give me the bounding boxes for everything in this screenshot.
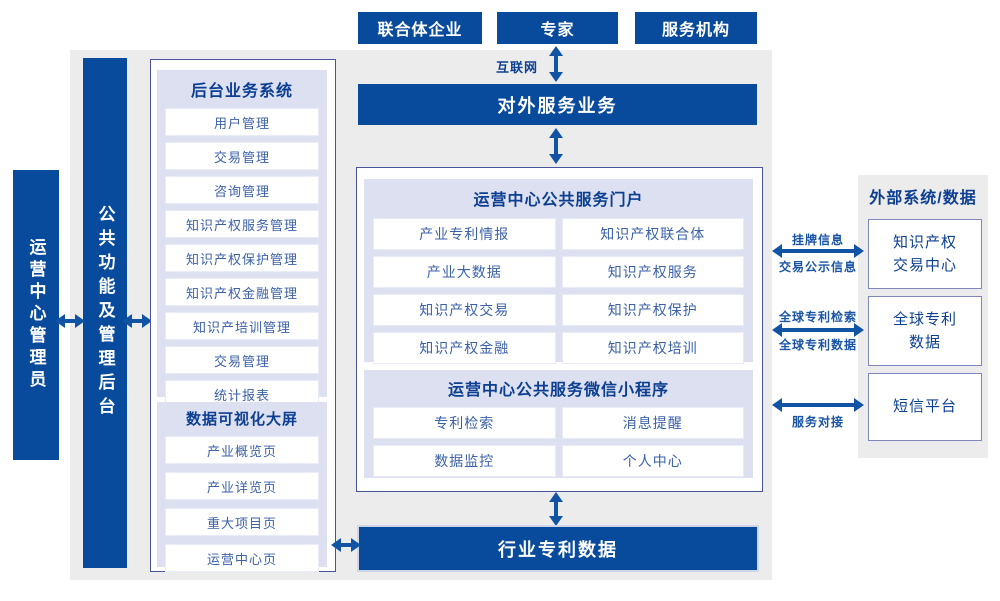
list-item: 交易管理 [165,142,319,170]
external-systems-title: 外部系统/数据 [869,190,977,207]
backend-system-title: 后台业务系统 [190,83,293,100]
sidebar-backend: 公共功能及管理后台 [83,58,127,568]
list-item: 知识产权保护管理 [165,244,319,272]
link-label: 交易公示信息 [778,260,857,274]
entity-box-consortium: 联合体企业 [358,12,482,44]
arrow-admin-backend-icon [55,314,85,328]
arrow-internet-icon [549,46,563,82]
entity-label: 联合体企业 [377,22,463,39]
backend-system-items: 用户管理 交易管理 咨询管理 知识产权服务管理 知识产权保护管理 知识产权金融管… [165,108,319,408]
arrow-backend-system-icon [122,314,152,328]
list-item: 数据监控 [373,445,556,477]
arrow-global-patent-icon [772,323,864,337]
dashboard-title: 数据可视化大屏 [185,411,298,428]
miniprogram-title: 运营中心公共服务微信小程序 [447,382,669,399]
external-service-label: 对外服务业务 [497,95,618,116]
portal-items: 产业专利情报 知识产权联合体 产业大数据 知识产权服务 知识产权交易 知识产权保… [373,218,744,364]
list-item: 运营中心页 [165,544,319,572]
list-item: 知识产权联合体 [561,218,744,250]
list-item: 知识产权培训 [561,332,744,364]
external-box-global-patent: 全球专利 数据 [868,296,982,366]
portal-panel: 运营中心公共服务门户 产业专利情报 知识产权联合体 产业大数据 知识产权服务 知… [364,179,753,364]
entity-box-experts: 专家 [497,12,618,44]
external-service-bar: 对外服务业务 [358,84,757,125]
list-item: 产业详览页 [165,472,319,500]
list-item: 知识产权服务管理 [165,210,319,238]
list-item: 产业概览页 [165,436,319,464]
list-item: 知识产权保护 [561,294,744,326]
external-box-sms: 短信平台 [868,373,982,441]
portal-title: 运营中心公共服务门户 [473,192,644,209]
internet-label: 互联网 [496,60,539,75]
entity-label: 服务机构 [661,22,730,39]
link-label: 挂牌信息 [791,233,844,247]
link-label: 服务对接 [791,415,844,429]
miniprogram-panel: 运营中心公共服务微信小程序 专利检索 消息提醒 数据监控 个人中心 [364,370,753,478]
list-item: 知识产权服务 [561,256,744,288]
arrow-sms-icon [772,398,864,412]
list-item: 知识产权金融 [373,332,556,364]
list-item: 产业专利情报 [373,218,556,250]
list-item: 产业大数据 [373,256,556,288]
list-item: 知识产培训管理 [165,312,319,340]
arrow-dashboard-to-data-icon [331,538,361,552]
industry-data-bar: 行业专利数据 [359,527,757,570]
dashboard-panel: 数据可视化大屏 产业概览页 产业详览页 重大项目页 运营中心页 [157,402,327,572]
entity-box-service-orgs: 服务机构 [635,12,757,44]
arrow-service-to-portal-icon [549,128,563,164]
backend-system-panel: 后台业务系统 用户管理 交易管理 咨询管理 知识产权服务管理 知识产权保护管理 … [157,70,327,408]
sidebar-backend-label: 公共功能及管理后台 [95,205,115,421]
link-label: 全球专利数据 [778,338,857,352]
link-label: 全球专利检索 [778,310,857,324]
sidebar-admin-label: 运营中心管理员 [26,238,46,392]
external-box-ip-exchange: 知识产权 交易中心 [868,219,982,289]
list-item: 咨询管理 [165,176,319,204]
list-item: 交易管理 [165,346,319,374]
sidebar-admin: 运营中心管理员 [13,170,59,460]
list-item: 用户管理 [165,108,319,136]
list-item: 知识产权金融管理 [165,278,319,306]
arrow-ip-exchange-icon [772,244,864,258]
list-item: 个人中心 [561,445,744,477]
list-item: 知识产权交易 [373,294,556,326]
arrow-portal-to-data-icon [549,492,563,526]
list-item: 专利检索 [373,407,556,439]
list-item: 重大项目页 [165,508,319,536]
entity-label: 专家 [540,22,575,39]
industry-data-label: 行业专利数据 [498,539,618,560]
dashboard-items: 产业概览页 产业详览页 重大项目页 运营中心页 [165,436,319,572]
miniprogram-items: 专利检索 消息提醒 数据监控 个人中心 [373,407,744,477]
list-item: 消息提醒 [561,407,744,439]
